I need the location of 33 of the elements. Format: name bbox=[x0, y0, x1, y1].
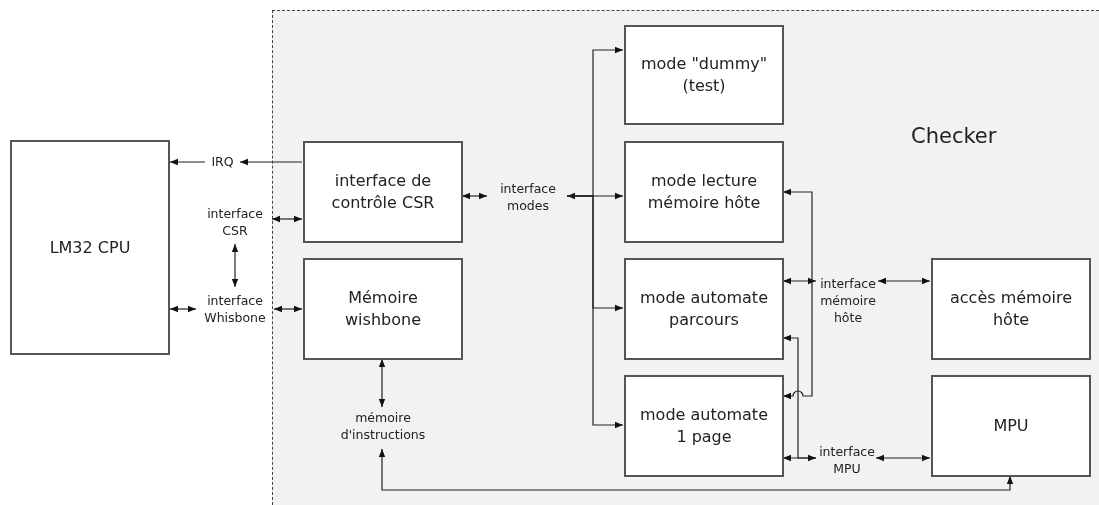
block-box: accès mémoire hôte bbox=[931, 258, 1091, 360]
interface-label: mémoire d'instructions bbox=[331, 408, 435, 444]
connector-arrow bbox=[169, 305, 197, 313]
connector-arrow bbox=[566, 195, 624, 429]
block-box: MPU bbox=[931, 375, 1091, 477]
block-box: mode lecture mémoire hôte bbox=[624, 141, 784, 243]
interface-label: interface Whisbone bbox=[196, 291, 274, 327]
block-box: Mémoire wishbone bbox=[303, 258, 463, 360]
interface-label: interface mémoire hôte bbox=[817, 273, 879, 327]
connector-arrow bbox=[231, 243, 239, 288]
connector-arrow bbox=[875, 454, 931, 462]
block-box: mode automate 1 page bbox=[624, 375, 784, 477]
connector-arrow bbox=[782, 277, 817, 285]
connector-arrow bbox=[271, 215, 303, 223]
block-box: interface de contrôle CSR bbox=[303, 141, 463, 243]
connector-arrow bbox=[378, 358, 386, 408]
connector-arrow bbox=[273, 305, 303, 313]
block-box: LM32 CPU bbox=[10, 140, 170, 355]
connector-arrow bbox=[239, 158, 303, 166]
interface-label: IRQ bbox=[205, 151, 240, 171]
connector-arrow bbox=[461, 192, 488, 200]
connector-arrow bbox=[782, 188, 813, 400]
connector-arrow bbox=[378, 448, 1014, 491]
connector-arrow bbox=[169, 158, 206, 166]
interface-label: interface CSR bbox=[198, 204, 272, 240]
connector-arrow bbox=[782, 454, 817, 462]
dashed-region bbox=[272, 10, 1099, 505]
interface-label: interface MPU bbox=[817, 442, 877, 478]
block-box: mode automate parcours bbox=[624, 258, 784, 360]
region-title: Checker bbox=[911, 123, 997, 150]
block-box: mode "dummy" (test) bbox=[624, 25, 784, 125]
connector-arrow bbox=[877, 277, 931, 285]
interface-label: interface modes bbox=[488, 179, 568, 215]
